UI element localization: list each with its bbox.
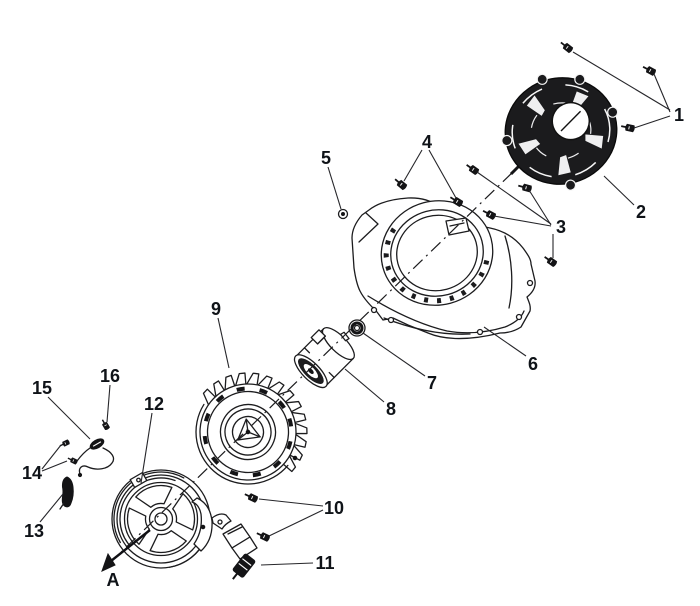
leader-line-10 — [268, 509, 324, 537]
leader-line-15 — [47, 396, 91, 440]
leader-line-3 — [528, 189, 552, 226]
leader-line-6 — [483, 326, 527, 357]
leader-line-3 — [493, 215, 552, 227]
center-axis-line — [111, 102, 585, 562]
leader-line-13 — [39, 493, 64, 523]
part-callout-16: 16 — [100, 366, 120, 386]
small-parts — [59, 41, 657, 542]
leader-line-7 — [362, 332, 426, 377]
leader-line-1 — [653, 73, 671, 113]
part-callout-2: 2 — [636, 202, 646, 222]
ratchet-bracket-drawing — [211, 513, 258, 580]
leader-line-12 — [140, 412, 153, 484]
leader-line-1 — [572, 51, 671, 111]
part-callout-13: 13 — [24, 521, 44, 541]
flywheel-drawing — [195, 372, 308, 485]
fan-cover-drawing — [351, 197, 536, 340]
leader-line-8 — [344, 368, 385, 403]
washer-drawing — [348, 319, 366, 337]
leader-line-4 — [428, 149, 457, 199]
magneto-cover-drawing — [501, 73, 619, 191]
part-callout-5: 5 — [321, 148, 331, 168]
part-callout-6: 6 — [528, 354, 538, 374]
part-callout-3: 3 — [556, 217, 566, 237]
leader-line-14 — [41, 444, 62, 470]
part-callout-9: 9 — [211, 299, 221, 319]
starter-cup-drawing — [293, 327, 355, 389]
part-callout-14: 14 — [22, 463, 42, 483]
leader-line-14 — [41, 460, 68, 472]
leader-line-5 — [327, 166, 342, 210]
axis-arrow-label: A — [107, 570, 120, 590]
part-callout-8: 8 — [386, 399, 396, 419]
leader-line-16 — [106, 384, 111, 423]
leader-line-11 — [260, 562, 314, 566]
part-callout-11: 11 — [315, 553, 334, 573]
starter-pulley-drawing — [111, 469, 213, 569]
leader-line-4 — [403, 149, 423, 182]
part-callout-1: 1 — [674, 105, 684, 125]
part-callout-7: 7 — [427, 373, 437, 393]
part-callout-10: 10 — [324, 498, 344, 518]
leader-line-9 — [217, 317, 230, 369]
direction-arrow — [101, 529, 151, 572]
leader-line-10 — [258, 498, 324, 507]
part-callout-15: 15 — [32, 378, 52, 398]
leader-line-2 — [603, 175, 635, 206]
part-callout-4: 4 — [422, 132, 432, 152]
leader-line-1 — [633, 115, 671, 129]
leader-line-3 — [476, 171, 552, 225]
part-callout-12: 12 — [144, 394, 164, 414]
